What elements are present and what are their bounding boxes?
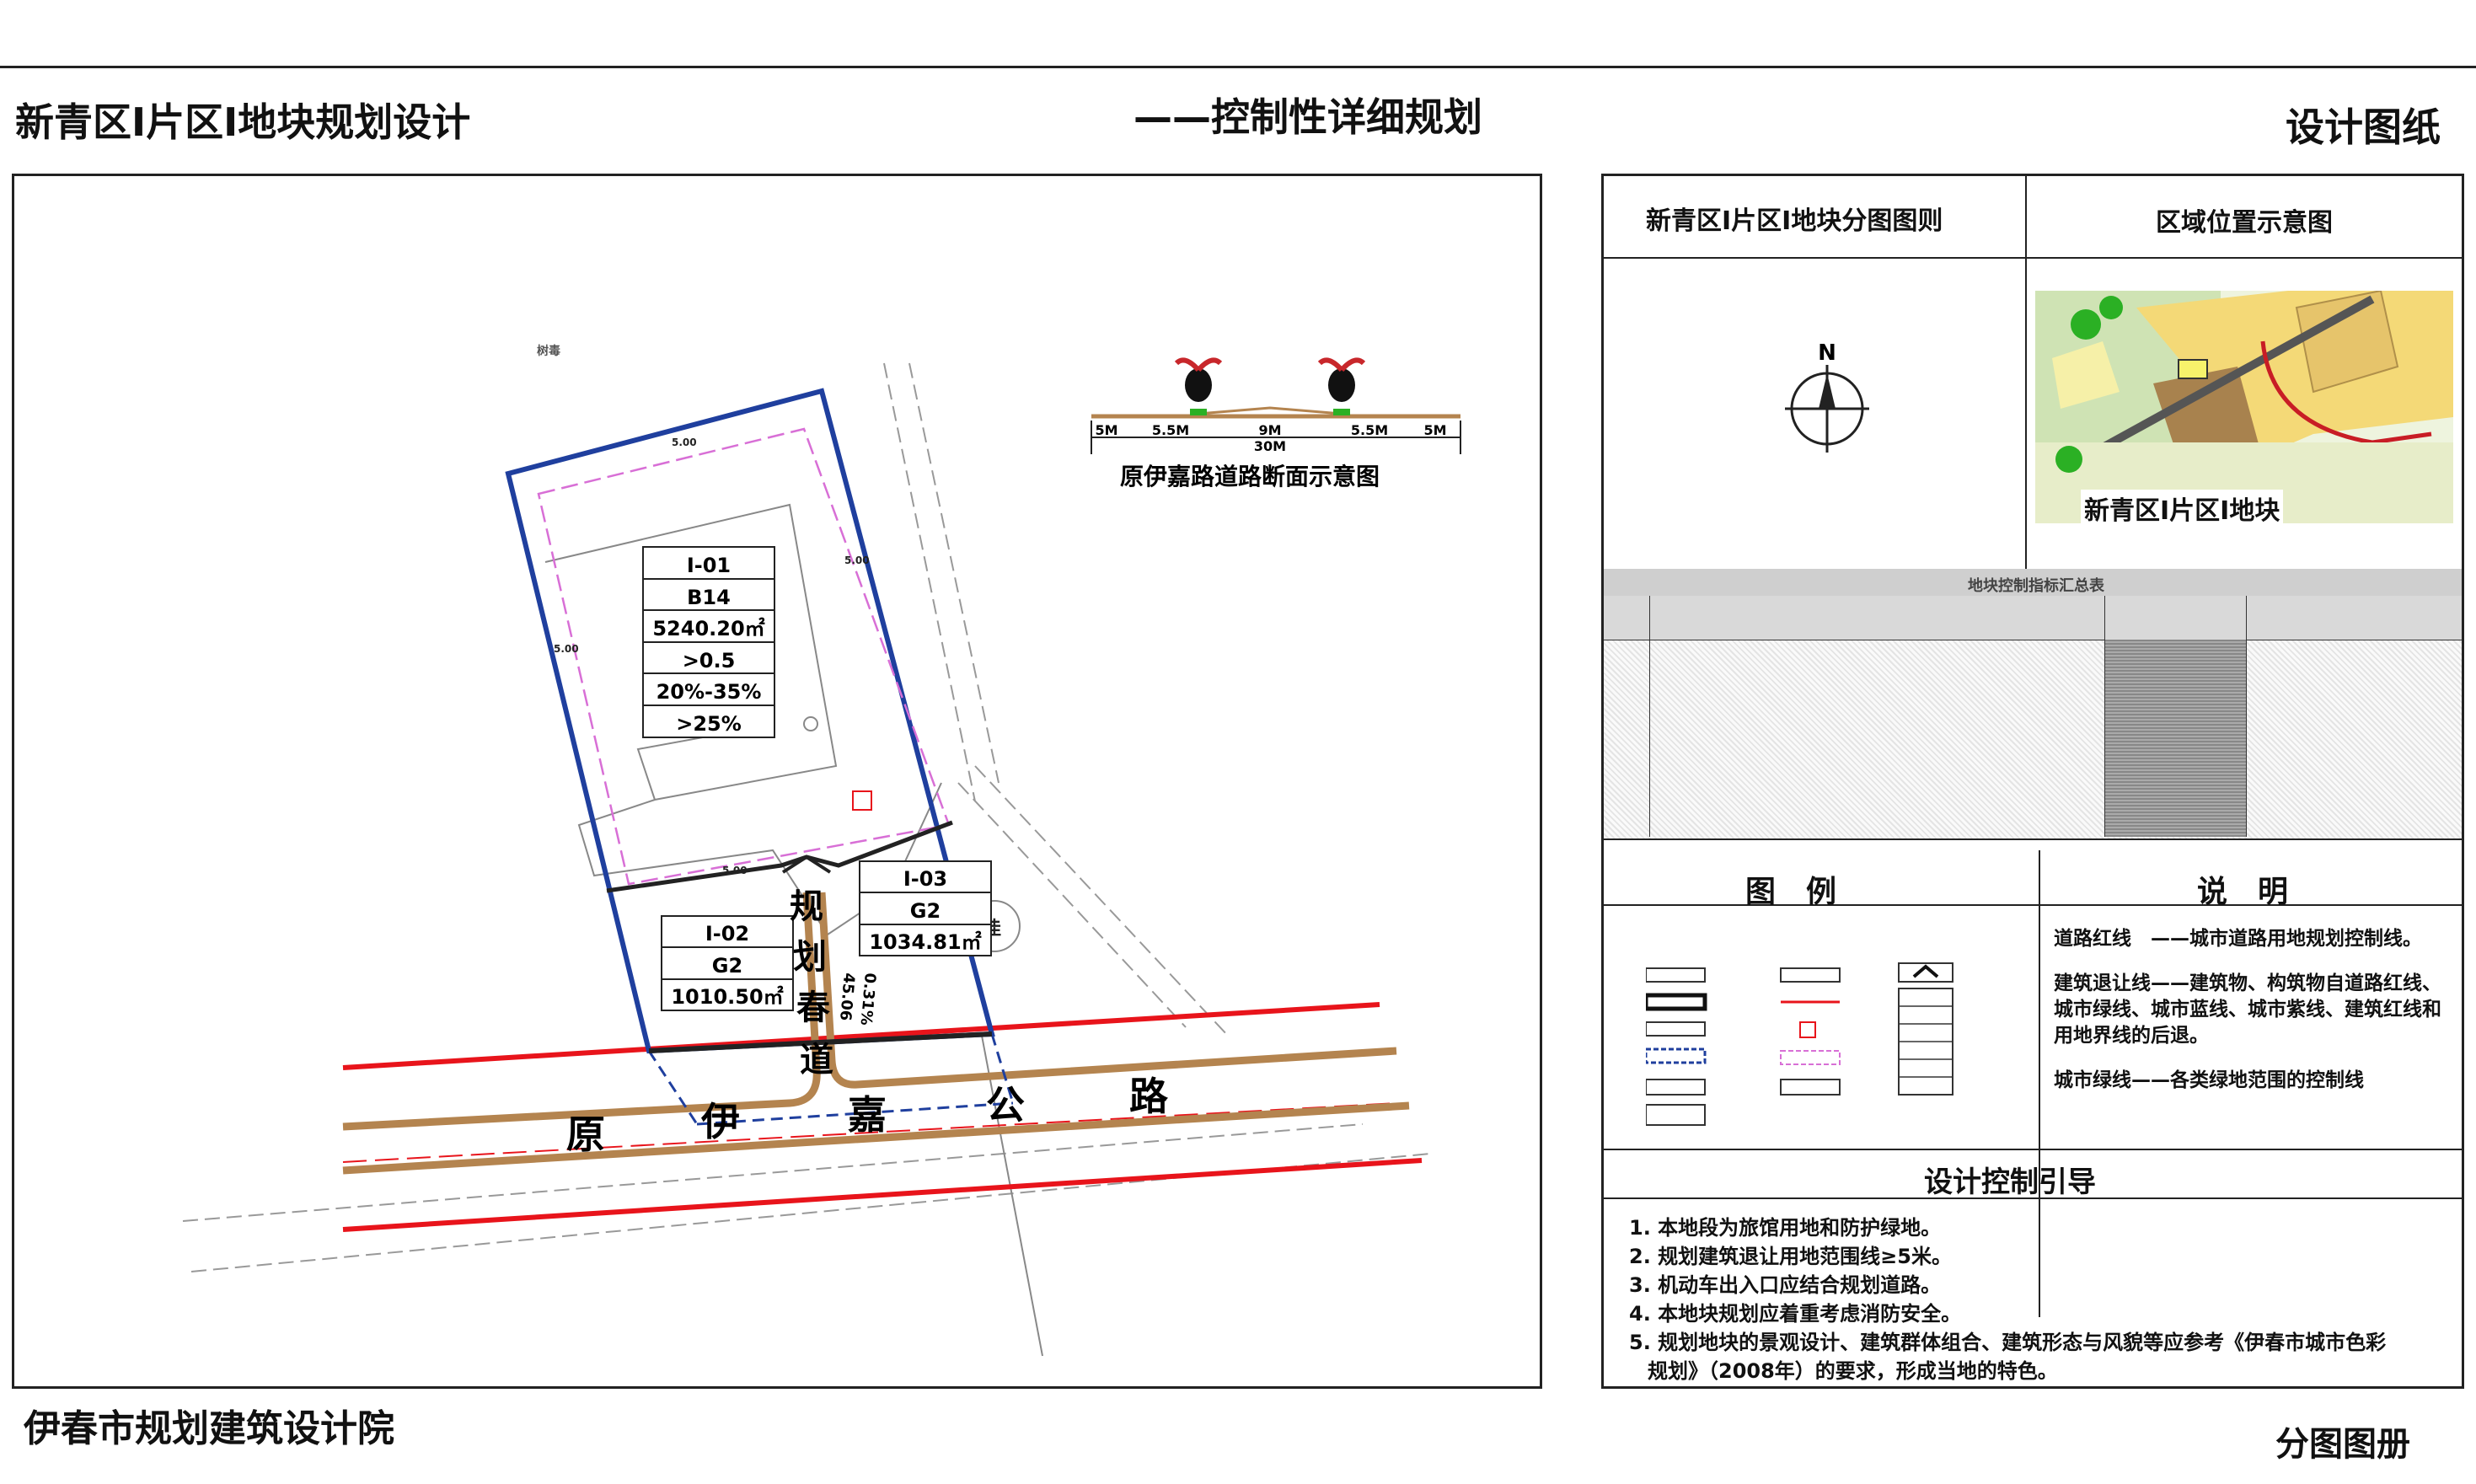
parcel-table-i02: Ⅰ-02 G2 1010.50㎡	[661, 915, 794, 1011]
parcel-divider	[648, 1031, 993, 1053]
parcel-area: 1010.50㎡	[671, 985, 783, 1009]
plan-drawing-frame: 5.00 5.00 5.00 5.00 树毒 佳 Ⅰ-01 B14 5240.2…	[12, 174, 1542, 1389]
page-title: 新青区Ⅰ片区Ⅰ地块规划设计	[15, 99, 471, 145]
planned-road-label: 道	[800, 1041, 833, 1080]
location-map	[2035, 291, 2453, 523]
parcel-density: 20%-35%	[657, 680, 762, 704]
section-width: 5M	[1423, 422, 1446, 438]
indicator-table-header-row	[1604, 596, 2462, 640]
boundary-dash	[990, 1033, 1015, 1104]
section-width: 5.5M	[1152, 422, 1189, 438]
indicator-table-title: 地块控制指标汇总表	[1968, 577, 2104, 595]
road-length: 45.06	[836, 972, 858, 1022]
guide-line: 规划》（2008年）的要求，形成当地的特色。	[1648, 1359, 2058, 1383]
tree-icon	[1185, 368, 1212, 402]
guide-line: 2. 规划建筑退让用地范围线≥5米。	[1629, 1245, 1952, 1268]
parcel-code: G2	[712, 954, 742, 978]
grass-strip	[1190, 409, 1207, 415]
rules-header-cell	[1604, 176, 2027, 259]
parcel-far: >0.5	[683, 649, 736, 672]
planned-road-label: 规	[790, 887, 823, 926]
section-width: 9M	[1258, 422, 1281, 438]
guide-line: 5. 规划地块的景观设计、建筑群体组合、建筑形态与风貌等应参考《伊春市城市色彩	[1629, 1331, 2387, 1354]
substation-icon	[852, 790, 872, 811]
road-edge	[817, 892, 1397, 1089]
notes-block: 道路红线 ——城市道路用地规划控制线。 建筑退让线——建筑物、构筑物自道路红线、…	[2054, 926, 2450, 1094]
rules-header: 新青区Ⅰ片区Ⅰ地块分图图则	[1646, 206, 1943, 236]
location-caption: 新青区Ⅰ片区Ⅰ地块	[2081, 490, 2284, 527]
location-header: 区域位置示意图	[2156, 208, 2333, 238]
setback-label: 5.00	[554, 643, 579, 655]
rules-panel: 新青区Ⅰ片区Ⅰ地块分图图则 区域位置示意图 N 新青区Ⅰ片区Ⅰ地块 地块控制指标…	[1601, 174, 2464, 1389]
legend-header-cell	[1604, 850, 2040, 906]
guide-header: 设计控制引导	[1924, 1165, 2096, 1199]
parcel-area: 5240.20㎡	[652, 617, 764, 640]
table-col-divider	[2104, 596, 2105, 837]
parcel-id: Ⅰ-03	[903, 867, 947, 891]
sheet-type: 设计图纸	[2286, 104, 2441, 150]
section-width: 5M	[1095, 422, 1117, 438]
setback-label: 5.00	[844, 554, 870, 566]
parcel-area: 1034.81㎡	[869, 930, 981, 954]
road-edge	[342, 1101, 1410, 1175]
guide-line: 4. 本地块规划应着重考虑消防安全。	[1629, 1302, 1962, 1326]
notes-header-cell	[2039, 850, 2462, 906]
legend-cell	[1604, 904, 2040, 1317]
road-name: 路	[1129, 1074, 1169, 1119]
parcel-id: Ⅰ-02	[705, 922, 749, 946]
north-arrow-icon: N	[1785, 340, 1869, 453]
road-section-diagram: 5M 5.5M 9M 5.5M 5M 30M 原伊嘉路道路断面示意图	[1091, 357, 1461, 490]
entrance-arrow	[781, 855, 832, 874]
section-title: 原伊嘉路道路断面示意图	[1120, 463, 1380, 490]
booklet-label: 分图图册	[2275, 1425, 2410, 1464]
boundary-dash	[647, 1050, 699, 1125]
parcel-green: >25%	[676, 712, 742, 736]
tree-icon	[1328, 368, 1355, 402]
location-header-cell	[2025, 176, 2462, 259]
guide-divider	[1604, 1197, 2462, 1199]
road-name: 公	[986, 1082, 1025, 1128]
planned-road-label: 划	[793, 938, 827, 977]
section-total: 30M	[1254, 438, 1286, 454]
parcel-code: B14	[687, 586, 731, 609]
grass-strip	[1333, 409, 1350, 415]
note-green-line: 城市绿线——各类绿地范围的控制线	[2054, 1069, 2364, 1091]
road-slope: 0.31%	[857, 972, 879, 1026]
setback-label: 5.00	[722, 865, 748, 876]
institute-name: 伊春市规划建筑设计院	[24, 1407, 394, 1450]
parcel-code: G2	[910, 899, 941, 923]
road-red-line	[342, 1002, 1380, 1070]
road-centerline	[342, 1102, 1397, 1163]
boundary-dash	[696, 1101, 1014, 1126]
legend-header: 图 例	[1745, 875, 1837, 909]
notes-header: 说 明	[2197, 875, 2289, 909]
planned-road-label: 春	[796, 988, 830, 1027]
setback-label: 5.00	[672, 437, 697, 448]
table-col-divider	[1649, 596, 1650, 837]
road-name: 嘉	[848, 1092, 887, 1138]
tree-label: 树毒	[537, 344, 560, 358]
guide-line: 3. 机动车出入口应结合规划道路。	[1629, 1273, 1942, 1297]
guide-line: 1. 本地段为旅馆用地和防护绿地。	[1629, 1216, 1942, 1240]
svg-text:N: N	[1818, 340, 1836, 366]
header-rule	[0, 66, 2476, 68]
parcel-id: Ⅰ-01	[687, 554, 731, 577]
parcel-table-i01: Ⅰ-01 B14 5240.20㎡ >0.5 20%-35% >25%	[642, 546, 775, 738]
north-cell	[1604, 257, 2027, 569]
parcel-table-i03: Ⅰ-03 G2 1034.81㎡	[859, 860, 992, 956]
legend-symbols	[1646, 962, 1953, 1126]
note-road-red-line: 道路红线 ——城市道路用地规划控制线。	[2054, 928, 2422, 950]
road-red-line	[342, 1158, 1423, 1232]
indicator-table-notes-col	[2104, 640, 2246, 837]
road-name: 伊	[700, 1099, 740, 1144]
road-name: 原	[566, 1112, 605, 1157]
note-setback-line: 建筑退让线——建筑物、构筑物自道路红线、城市绿线、城市蓝线、城市紫线、建筑红线和…	[2054, 972, 2441, 1047]
guide-divider	[1604, 1149, 2462, 1150]
section-width: 5.5M	[1351, 422, 1388, 438]
road-edge	[342, 892, 821, 1131]
table-col-divider	[2246, 596, 2247, 837]
site-plan: 5.00 5.00 5.00 5.00 树毒 佳 Ⅰ-01 B14 5240.2…	[182, 344, 1461, 1357]
page-subtitle: ——控制性详细规划	[1133, 94, 1482, 140]
